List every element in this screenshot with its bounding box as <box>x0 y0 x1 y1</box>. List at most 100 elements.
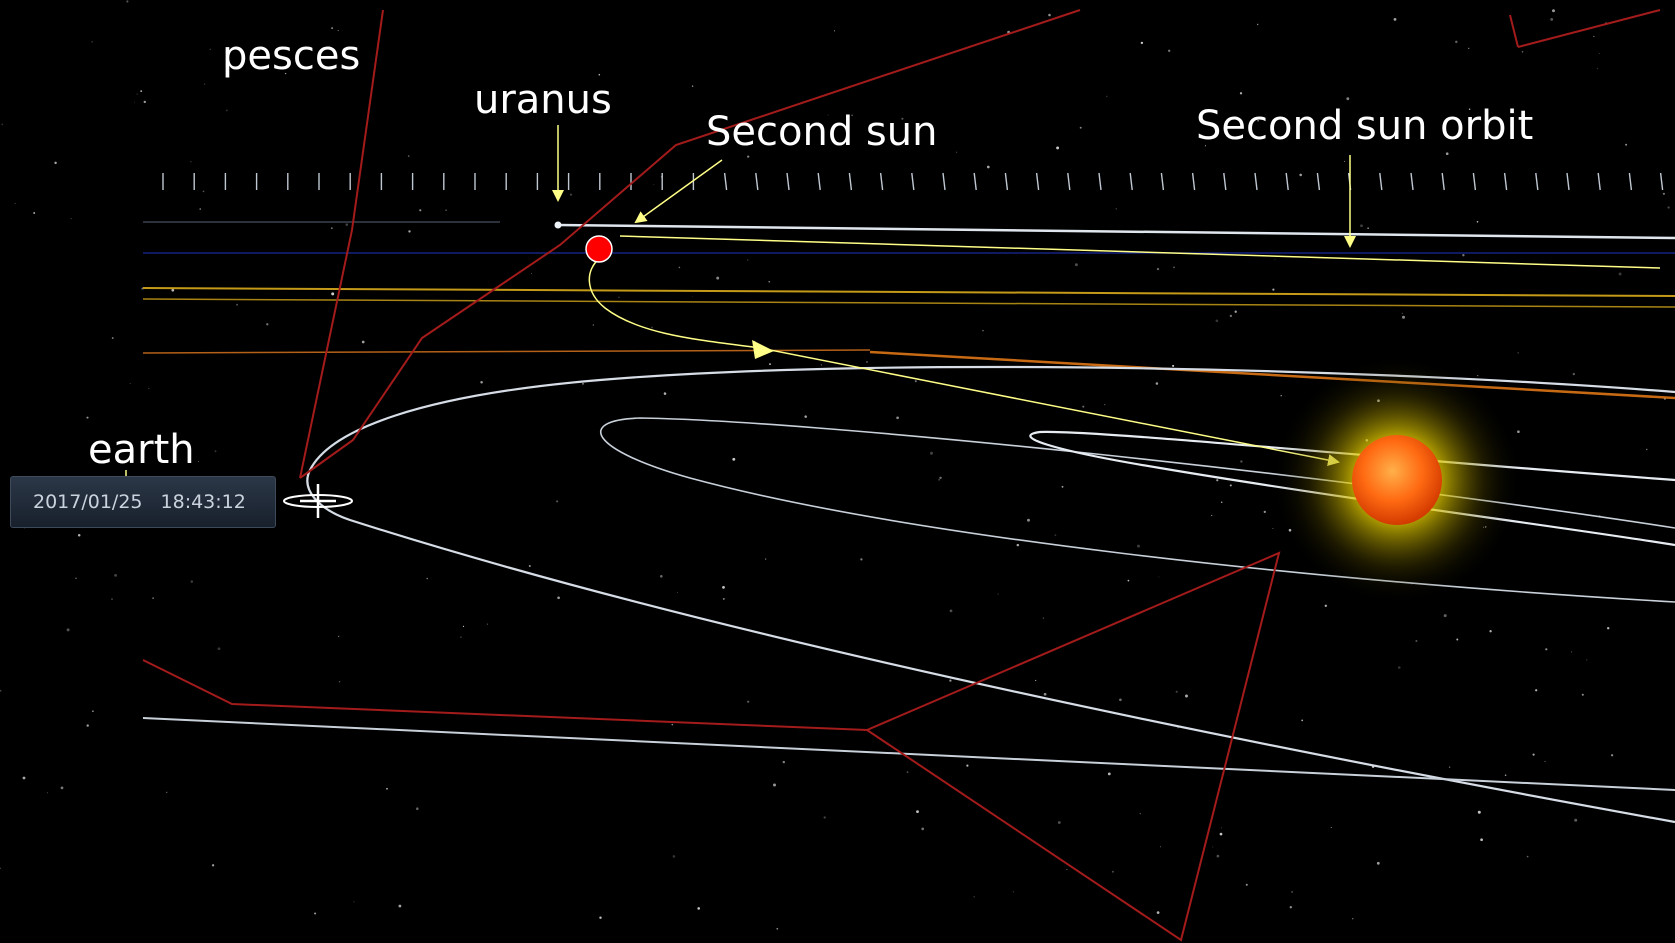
star <box>111 337 114 339</box>
sun-icon[interactable] <box>1272 355 1522 605</box>
star <box>258 49 261 52</box>
star <box>214 450 217 453</box>
star <box>747 259 749 261</box>
second-sun-orbit-label: Second sun orbit <box>1196 103 1534 149</box>
star <box>1257 120 1259 122</box>
star <box>1035 679 1037 682</box>
star <box>1468 47 1470 50</box>
tick-mark <box>1223 172 1227 191</box>
star <box>677 591 679 593</box>
star <box>1057 821 1061 824</box>
star <box>1263 510 1266 514</box>
star <box>1175 690 1178 693</box>
star <box>1550 18 1554 21</box>
star <box>197 461 199 462</box>
star <box>1 123 4 126</box>
star <box>982 329 984 332</box>
star <box>914 380 917 383</box>
star <box>136 93 138 95</box>
star <box>331 292 335 296</box>
tick-mark <box>1503 172 1508 191</box>
star <box>1443 614 1447 618</box>
star <box>916 810 919 814</box>
tick-mark <box>1316 172 1321 191</box>
star <box>190 161 192 163</box>
star <box>1398 666 1401 669</box>
star <box>459 636 462 639</box>
star <box>949 609 953 613</box>
star <box>1074 263 1078 267</box>
star <box>939 476 942 480</box>
star <box>1574 818 1578 822</box>
star <box>54 161 57 165</box>
tick-mark <box>911 172 915 191</box>
star <box>114 574 117 577</box>
star <box>1082 405 1085 408</box>
star <box>190 580 194 583</box>
star <box>1448 766 1451 768</box>
star <box>1185 694 1188 698</box>
star <box>1477 810 1481 814</box>
star <box>330 227 333 230</box>
star <box>1272 528 1274 530</box>
star <box>1646 448 1648 451</box>
star <box>930 451 933 455</box>
star <box>1415 639 1418 643</box>
star <box>1445 152 1449 156</box>
star <box>906 771 909 773</box>
star <box>804 415 807 418</box>
star <box>337 30 339 32</box>
star <box>75 577 77 579</box>
uranus-orbit <box>557 223 1675 240</box>
earth-orbit <box>306 365 1675 824</box>
star <box>618 296 620 299</box>
star <box>1172 364 1175 367</box>
star <box>860 558 863 561</box>
star <box>1352 918 1354 920</box>
star <box>1140 41 1144 45</box>
star <box>653 183 655 185</box>
star <box>1061 485 1064 488</box>
star <box>1245 883 1248 886</box>
star <box>445 209 447 211</box>
star <box>1667 206 1670 209</box>
tick-mark <box>1098 172 1102 191</box>
star <box>486 623 488 625</box>
tick-mark <box>1597 172 1601 191</box>
uranus-planet[interactable] <box>554 221 562 229</box>
star <box>92 710 94 712</box>
star <box>592 324 594 326</box>
star <box>1301 719 1304 722</box>
star <box>1480 838 1483 842</box>
tick-mark <box>1379 172 1383 191</box>
tick-mark <box>1160 172 1165 191</box>
star <box>1360 224 1363 228</box>
second-sun-trajectory <box>588 257 1340 466</box>
star <box>1625 143 1628 146</box>
star <box>46 792 48 794</box>
star <box>140 90 143 92</box>
star <box>1455 40 1458 44</box>
star <box>765 558 767 560</box>
star <box>1211 514 1213 517</box>
star <box>1545 648 1548 651</box>
star <box>1234 310 1237 313</box>
star <box>1216 854 1220 858</box>
star <box>1272 288 1275 291</box>
star <box>556 500 559 503</box>
star <box>1056 146 1060 150</box>
star <box>1173 266 1175 269</box>
second-sun-marker[interactable] <box>585 235 613 263</box>
second-sun-label: Second sun <box>706 109 938 155</box>
uranus-label: uranus <box>474 77 612 123</box>
star <box>1299 173 1302 177</box>
date-time-display[interactable]: 2017/01/25 18:43:12 <box>10 476 276 528</box>
star <box>1598 52 1600 54</box>
tick-mark <box>755 172 759 191</box>
crosshair-icon[interactable] <box>283 484 353 518</box>
star <box>14 202 16 204</box>
star <box>531 272 533 274</box>
star <box>1240 460 1243 463</box>
star <box>896 416 899 420</box>
